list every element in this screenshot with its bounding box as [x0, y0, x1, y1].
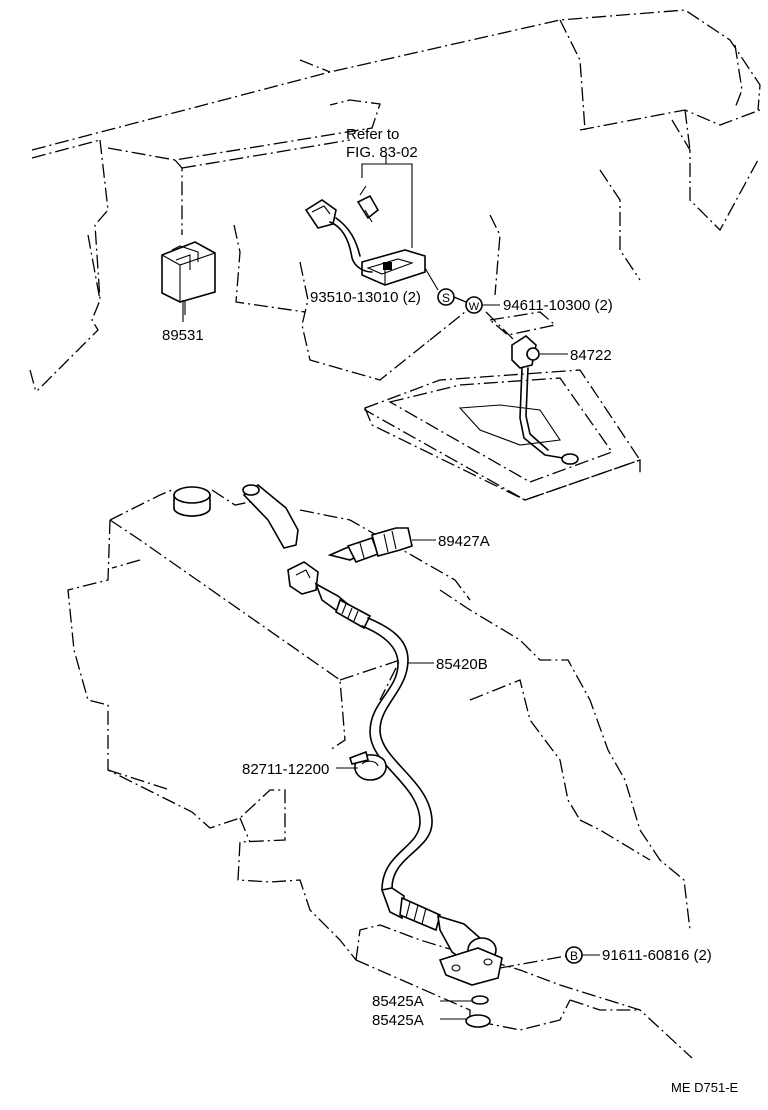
breather-pipe — [242, 483, 299, 549]
part-85425A-oring-large[interactable] — [465, 1014, 491, 1028]
b-mark-symbol: B — [565, 946, 583, 964]
label-91611[interactable]: 91611-60816 (2) — [602, 947, 712, 964]
part-85420B-cable[interactable] — [287, 561, 503, 986]
cluster-switch[interactable] — [361, 249, 426, 286]
refer-bracket — [361, 156, 413, 248]
label-89531[interactable]: 89531 — [162, 327, 204, 344]
refer-fig-label[interactable]: FIG. 83-02 — [346, 144, 418, 161]
part-84722-switch[interactable] — [511, 334, 579, 465]
bulb-socket[interactable] — [356, 185, 380, 223]
label-85420B[interactable]: 85420B — [436, 656, 488, 673]
w-mark-symbol: W — [465, 296, 483, 314]
console-tray — [364, 311, 642, 501]
refer-to-label: Refer to — [346, 126, 399, 143]
label-93510[interactable]: 93510-13010 (2) — [310, 289, 421, 306]
harness-connector[interactable] — [304, 199, 373, 273]
label-85425A-2[interactable]: 85425A — [372, 1012, 424, 1029]
s-mark-symbol: S — [437, 288, 455, 306]
part-85425A-oring-small[interactable] — [471, 995, 489, 1005]
label-89427A[interactable]: 89427A — [438, 533, 490, 550]
leader-s-w — [453, 296, 467, 303]
diagram-code-footer: ME D751-E — [671, 1080, 739, 1095]
part-89427A-sensor[interactable] — [327, 527, 413, 563]
label-82711[interactable]: 82711-12200 — [242, 761, 329, 778]
part-82711-clamp[interactable] — [348, 750, 387, 781]
leader-93510 — [424, 267, 439, 291]
leader-w-84722 — [485, 311, 515, 341]
label-84722[interactable]: 84722 — [570, 347, 612, 364]
dashboard-outline — [29, 9, 761, 393]
label-94611[interactable]: 94611-10300 (2) — [503, 297, 613, 314]
s-mark-text: S — [442, 291, 450, 305]
label-85425A-1[interactable]: 85425A — [372, 993, 424, 1010]
part-89531-ecu[interactable] — [161, 241, 216, 315]
w-mark-text: W — [469, 301, 480, 313]
filler-cap — [173, 486, 211, 517]
leader-b-bolt — [499, 955, 567, 969]
b-mark-text: B — [570, 949, 578, 963]
